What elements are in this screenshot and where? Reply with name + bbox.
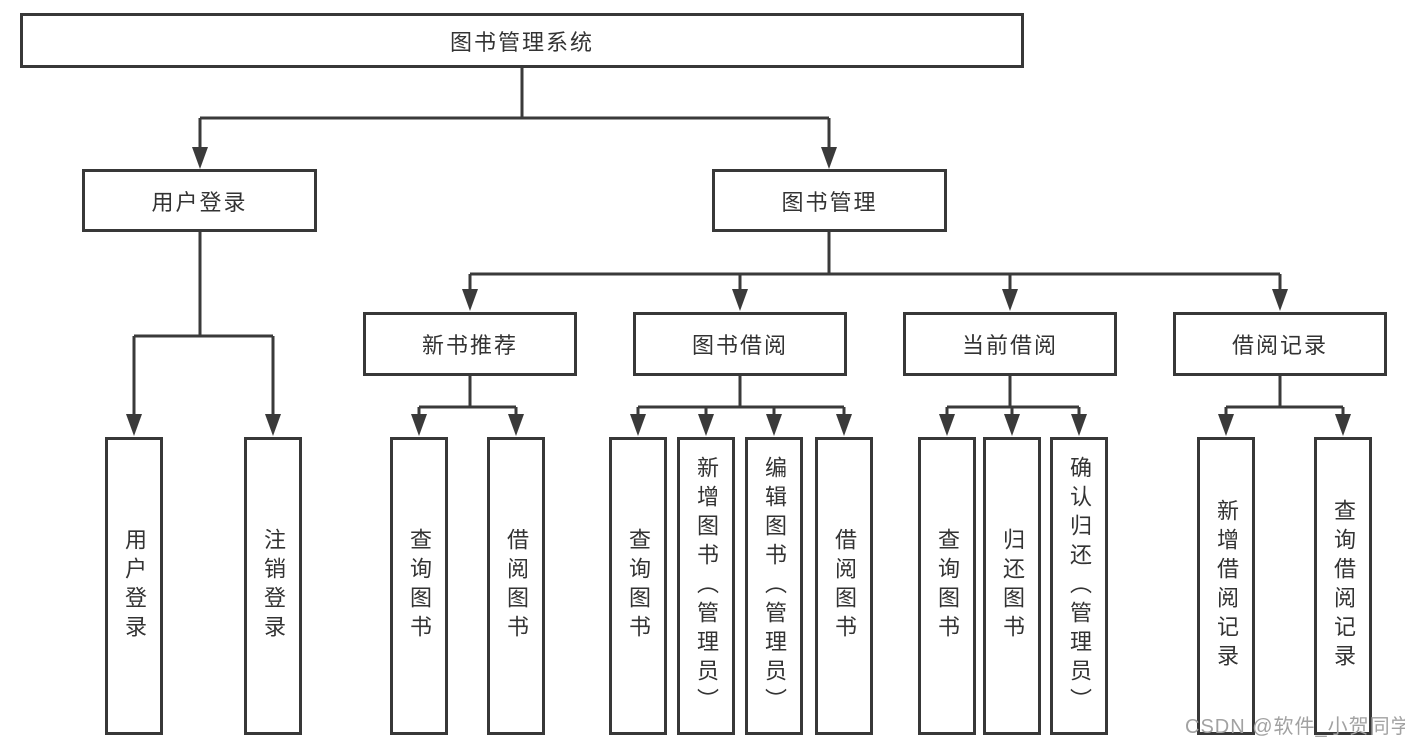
node-library-management-system: 图书管理系统 [20, 13, 1024, 68]
leaf-user-login: 用户登录 [105, 437, 163, 735]
connector-bookborrow-to-leaves [636, 375, 846, 419]
node-book-management: 图书管理 [712, 169, 947, 232]
leaf-return-books: 归还图书 [983, 437, 1041, 735]
leaf-borrow-books: 借阅图书 [487, 437, 545, 735]
node-book-borrowing: 图书借阅 [633, 312, 847, 376]
leaf-logout: 注销登录 [244, 437, 302, 735]
csdn-watermark: CSDN @软件_小贺同学 [1185, 716, 1405, 738]
connector-userlogin-to-leaves [132, 232, 275, 419]
leaf-borrow-books-2: 借阅图书 [815, 437, 873, 735]
connector-records-to-leaves [1224, 375, 1345, 419]
leaf-query-books-3: 查询图书 [918, 437, 976, 735]
leaf-add-borrow-record: 新增借阅记录 [1197, 437, 1255, 735]
node-new-book-recommendation: 新书推荐 [363, 312, 577, 376]
leaf-confirm-return-admin: 确认归还（管理员） [1050, 437, 1108, 735]
node-user-login: 用户登录 [82, 169, 317, 232]
leaf-edit-books-admin: 编辑图书（管理员） [745, 437, 803, 735]
connector-newbook-to-leaves [417, 375, 518, 419]
connector-bookmgmt-to-level3 [468, 232, 1282, 294]
connector-currentborrow-to-leaves [945, 375, 1081, 419]
node-borrowing-records: 借阅记录 [1173, 312, 1387, 376]
leaf-query-books: 查询图书 [390, 437, 448, 735]
leaf-add-books-admin: 新增图书（管理员） [677, 437, 735, 735]
node-current-borrowing: 当前借阅 [903, 312, 1117, 376]
leaf-query-books-2: 查询图书 [609, 437, 667, 735]
connector-root-to-level2 [198, 68, 831, 152]
leaf-query-borrow-record: 查询借阅记录 [1314, 437, 1372, 735]
